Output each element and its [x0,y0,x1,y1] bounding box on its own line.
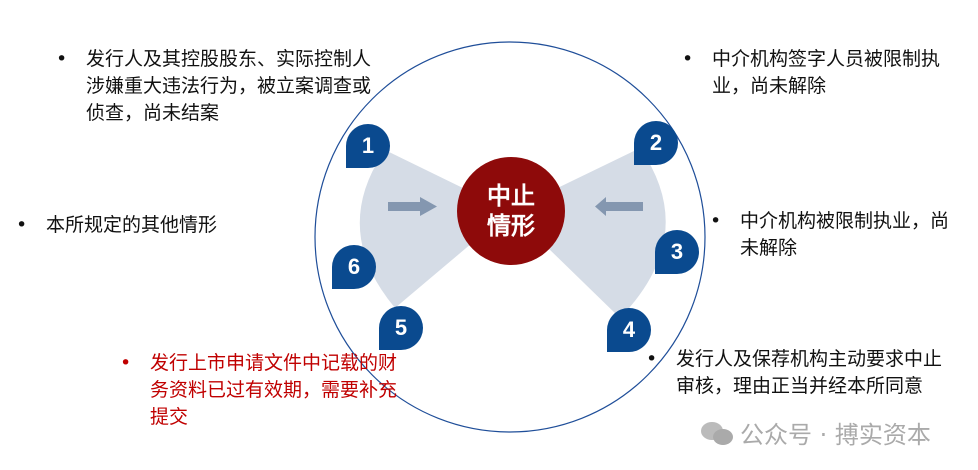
item-5: • 发行上市申请文件中记载的财务资料已过有效期，需要补充提交 [120,350,400,431]
item-4: • 发行人及保荐机构主动要求中止审核，理由正当并经本所同意 [646,346,946,400]
item-text: 中介机构被限制执业，尚未解除 [740,210,950,259]
badge-4: 4 [607,308,651,352]
bullet: • [710,210,722,232]
item-3: • 中介机构被限制执业，尚未解除 [710,208,955,262]
left-arrow-icon [595,197,643,216]
watermark-text: 公众号 · 搏实资本 [740,421,931,449]
item-1: • 发行人及其控股股东、实际控制人涉嫌重大违法行为，被立案调查或侦查，尚未结案 [56,46,376,127]
badge-5: 5 [379,306,423,350]
right-arrow-icon [388,197,437,216]
center-title-2: 情形 [487,212,535,240]
watermark: 公众号 · 搏实资本 [700,415,931,450]
item-text: 发行上市申请文件中记载的财务资料已过有效期，需要补充提交 [150,352,398,428]
badge-6: 6 [332,245,376,289]
center-circle: 中止 情形 [457,157,565,265]
item-text: 中介机构签字人员被限制执业，尚未解除 [712,48,941,97]
bullet: • [56,48,68,70]
item-text: 发行人及其控股股东、实际控制人涉嫌重大违法行为，被立案调查或侦查，尚未结案 [86,48,372,124]
bullet: • [646,348,658,370]
wechat-icon [701,421,733,445]
center-title-1: 中止 [487,182,535,210]
right-wedge [510,148,666,318]
item-6: • 本所规定的其他情形 [16,212,286,239]
bullet: • [682,48,694,70]
item-text: 本所规定的其他情形 [46,214,218,236]
item-text: 发行人及保荐机构主动要求中止审核，理由正当并经本所同意 [676,348,943,397]
bullet: • [120,352,132,374]
bullet: • [16,214,28,236]
badge-3: 3 [655,230,699,274]
badge-2: 2 [634,121,678,165]
outer-ring [314,41,706,433]
badge-1: 1 [346,124,390,168]
left-wedge [359,150,510,308]
item-2: • 中介机构签字人员被限制执业，尚未解除 [682,46,972,100]
